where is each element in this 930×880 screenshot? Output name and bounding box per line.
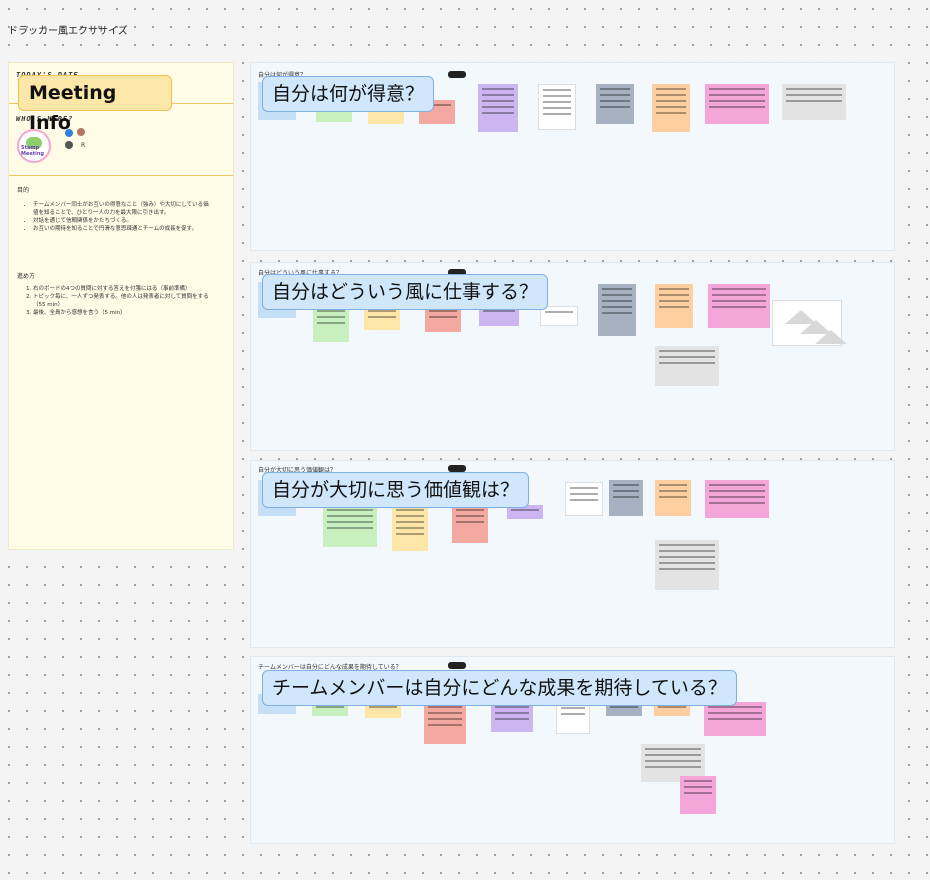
step-item: トピック毎に、一人ずつ発表する。他の人は発表者に対して質問をする （55 min… [33,293,211,309]
frame-caption: 自分は何が得意？ [258,70,306,79]
sticky-note[interactable] [655,284,693,328]
sticky-note[interactable] [705,84,769,124]
meeting-info-panel[interactable]: TODAY'S DATE WHO'S HERE? Stamp Meeting R… [8,62,234,550]
sticky-note[interactable] [392,505,428,551]
sticky-note[interactable] [652,84,690,132]
sticky-note[interactable] [479,306,519,326]
purpose-title: 目的 [17,187,30,194]
question-label-3: 自分が大切に思う価値観は？ [262,472,530,508]
purpose-list: チームメンバー同士がお互いの得意なこと（強み）や大切にしている価値を知ることで、… [9,201,211,233]
purpose-item: 対話を通じて信頼関係をかたちづくる。 [33,217,211,225]
sticky-note[interactable] [655,540,719,590]
sticky-note[interactable] [364,306,400,330]
frame-caption: チームメンバーは自分にどんな成果を期待している？ [258,664,402,671]
pyramid-shape [815,330,847,344]
question-label-1: 自分は何が得意？ [262,76,435,112]
sticky-note[interactable] [705,480,769,518]
sticky-note[interactable] [655,346,719,386]
attendee-avatar[interactable] [65,141,73,149]
sticky-note[interactable] [641,744,705,782]
sticky-note[interactable] [424,702,466,744]
question-label-2: 自分はどういう風に仕事する？ [262,274,549,310]
sticky-note[interactable] [507,505,543,519]
sticky-note[interactable] [596,84,634,124]
purpose-item: チームメンバー同士がお互いの得意なこと（強み）や大切にしている価値を知ることで、… [33,201,211,217]
sticky-note[interactable] [425,306,461,332]
sticky-note[interactable] [478,84,518,132]
sticky-note[interactable] [598,284,636,336]
frame-badge [448,662,466,669]
frame-caption: 自分はどういう風に仕事する？ [258,268,342,277]
attendee-initial: R [81,142,86,149]
sticky-note[interactable] [538,84,576,130]
question-label-4: チームメンバーは自分にどんな成果を期待している？ [262,670,737,706]
sticky-note[interactable] [313,306,349,342]
sticky-note[interactable] [655,480,691,516]
frame-badge [448,269,466,276]
frame-badge [448,465,466,472]
purpose-item: お互いの期待を知ることで円滑な意思疎通とチームの成長を促す。 [33,225,211,233]
divider [9,175,233,176]
sticky-note[interactable] [704,702,766,736]
sticky-note[interactable] [556,702,590,734]
logo-text: Stamp Meeting [21,145,45,157]
sticky-note[interactable] [680,776,716,814]
attendee-avatar[interactable] [65,129,73,137]
whos-here-label: WHO'S HERE? [16,115,73,123]
board-title: ドラッカー風エクササイズ [8,26,128,37]
meeting-info-label: Meeting Info [18,75,172,134]
stamp-logo: Stamp Meeting [17,129,51,163]
sticky-note[interactable] [565,482,603,516]
logo-shape [26,137,42,149]
step-item: 右のボードの4つの質問に対する答えを付箋にはる（事前準備） [33,285,211,293]
sticky-note[interactable] [540,306,578,326]
sticky-note[interactable] [782,84,846,120]
step-item: 最後、全員から感想を言う（5 min） [33,309,211,317]
sticky-note[interactable] [452,505,488,543]
frame-badge [448,71,466,78]
steps-list: 右のボードの4つの質問に対する答えを付箋にはる（事前準備） トピック毎に、一人ず… [9,285,211,317]
sticky-note[interactable] [365,702,401,718]
sticky-note[interactable] [323,505,377,547]
sticky-note[interactable] [491,702,533,732]
steps-title: 進め方 [17,273,36,280]
sticky-note[interactable] [609,480,643,516]
attendee-avatar[interactable] [77,128,85,136]
sticky-note[interactable] [708,284,770,328]
frame-caption: 自分が大切に思う価値観は？ [258,467,337,474]
